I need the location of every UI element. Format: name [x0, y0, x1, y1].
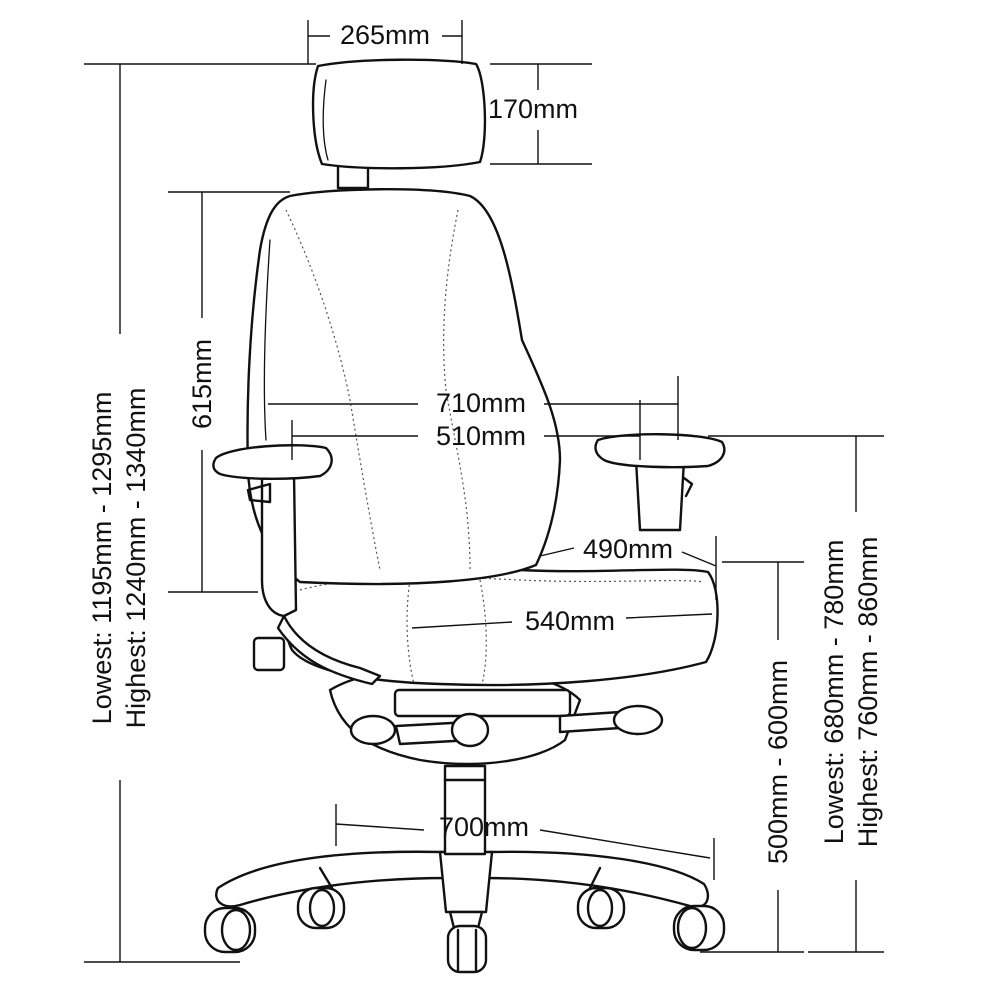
- inner-arm-width-label: 510mm: [436, 421, 526, 451]
- chair-base: [215, 850, 710, 930]
- seat-height-label: 500mm - 600mm: [763, 660, 793, 864]
- overall-height-lowest-label: Lowest: 1195mm - 1295mm: [87, 392, 117, 725]
- backrest-height-label: 615mm: [187, 339, 217, 429]
- headrest-width-label: 265mm: [340, 20, 430, 50]
- dimension-lines: [84, 20, 884, 963]
- gas-lift: [443, 764, 487, 856]
- arm-height-lowest-label: Lowest: 680mm - 780mm: [819, 540, 849, 845]
- base-width-label: 700mm: [439, 812, 529, 842]
- backrest: [246, 188, 562, 586]
- overall-width-label: 710mm: [436, 388, 526, 418]
- seat-depth-label: 490mm: [583, 534, 673, 564]
- castors: [203, 886, 726, 974]
- seat-mechanism: [328, 668, 664, 766]
- headrest-height-label: 170mm: [488, 94, 578, 124]
- arm-height-highest-label: Highest: 760mm - 860mm: [853, 537, 883, 848]
- overall-height-highest-label: Highest: 1240mm - 1340mm: [121, 388, 151, 729]
- seat-width-label: 540mm: [525, 606, 615, 636]
- right-armrest: [594, 433, 726, 532]
- left-armrest: [212, 444, 382, 686]
- headrest: [311, 58, 487, 190]
